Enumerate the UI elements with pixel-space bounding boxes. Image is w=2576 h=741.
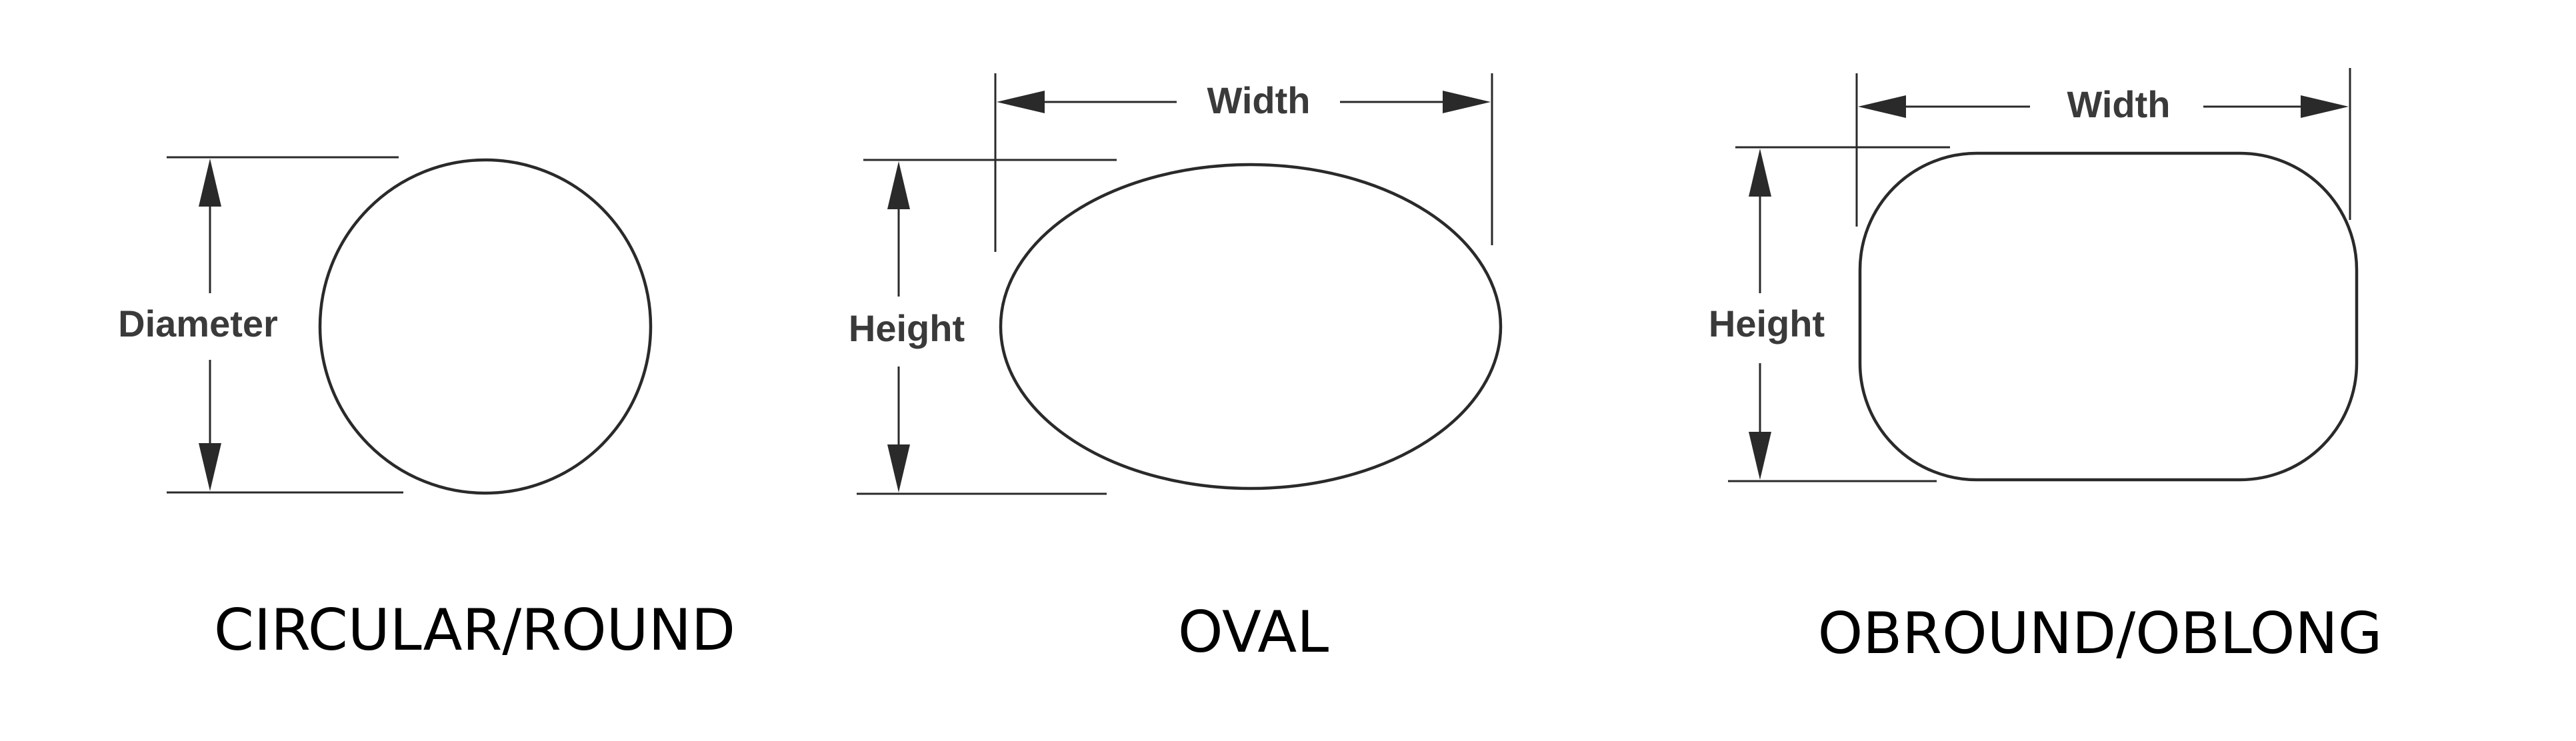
diameter-arrow-down [199,443,221,491]
oval-outline [999,163,1503,490]
circle-outline [318,158,653,495]
obround-shape-group: Width Height OBROUND/OBLONG [1709,68,2383,667]
oval-caption: OVAL [1178,599,1329,666]
obround-outline [1858,151,2359,482]
circular-shape-group: Diameter CIRCULAR/ROUND [118,156,735,664]
oval-height-arrow-down [887,444,910,492]
oval-width-arrow-left [997,91,1045,113]
obround-width-arrow-right [2301,95,2349,118]
diameter-label: Diameter [118,303,278,345]
obround-width-arrow-left [1858,95,1906,118]
diameter-arrow-up [199,159,221,207]
obround-height-arrow-down [1749,432,1771,480]
oval-height-label: Height [849,307,965,349]
obround-height-arrow-up [1749,149,1771,197]
oval-height-arrow-up [887,161,910,209]
obround-width-label: Width [2067,83,2171,125]
oval-shape-group: Width Height OVAL [849,73,1503,666]
obround-height-label: Height [1709,303,1825,345]
oval-width-label: Width [1207,79,1311,121]
oval-width-arrow-right [1443,91,1491,113]
obround-caption: OBROUND/OBLONG [1818,600,2383,667]
circular-caption: CIRCULAR/ROUND [214,597,735,664]
